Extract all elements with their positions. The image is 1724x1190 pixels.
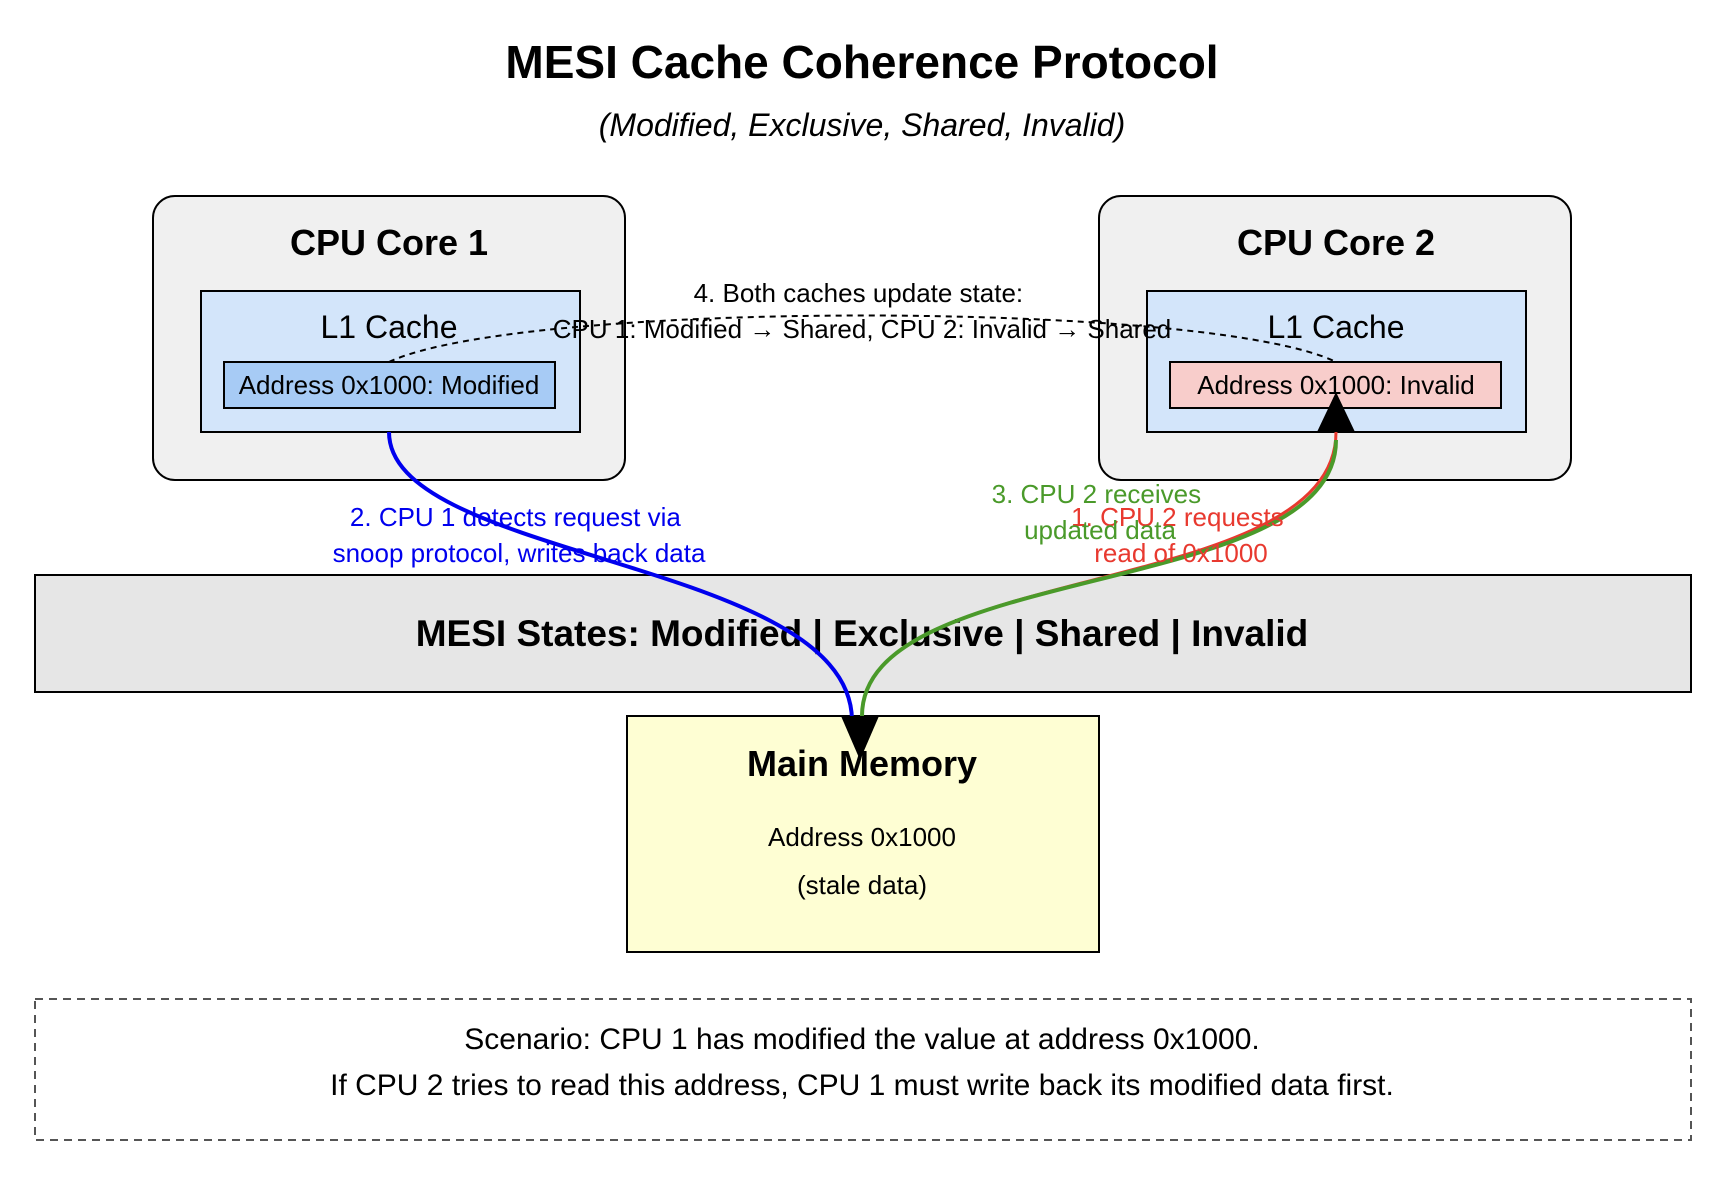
data-receive-edge [860, 439, 1338, 717]
writeback-edge [387, 431, 854, 721]
cpu-core-1-cache-label: L1 Cache [321, 309, 458, 345]
cpu-core-1-address-label: Address 0x1000: Modified [239, 370, 540, 400]
step-2-label: 2. CPU 1 detects request via snoop proto… [333, 502, 706, 568]
step-2-line-2: snoop protocol, writes back data [333, 538, 706, 568]
mesi-states-box [34, 574, 1692, 693]
scenario-border [34, 998, 1692, 1141]
step-4-line-1: 4. Both caches update state: [694, 278, 1024, 308]
step-3-label: 3. CPU 2 receives updated data [992, 479, 1209, 545]
cpu-core-1-address-box [223, 361, 556, 409]
step-3-line-1: 3. CPU 2 receives [992, 479, 1202, 509]
step-1-line-2: read of 0x1000 [1094, 538, 1267, 568]
scenario-box: Scenario: CPU 1 has modified the value a… [34, 998, 1692, 1141]
cpu-core-1-title: CPU Core 1 [290, 222, 488, 263]
step-4-label: 4. Both caches update state: CPU 1: Modi… [553, 278, 1172, 344]
state-update-edge [388, 314, 1337, 363]
scenario-line-2: If CPU 2 tries to read this address, CPU… [330, 1069, 1394, 1102]
scenario-line-1: Scenario: CPU 1 has modified the value a… [464, 1023, 1259, 1056]
diagram-subtitle: (Modified, Exclusive, Shared, Invalid) [599, 107, 1125, 143]
cpu-core-1: CPU Core 1 L1 Cache Address 0x1000: Modi… [152, 195, 626, 481]
mesi-states-label: MESI States: Modified | Exclusive | Shar… [416, 613, 1309, 655]
step-2-line-1: 2. CPU 1 detects request via [350, 502, 681, 532]
cpu-core-2: CPU Core 2 L1 Cache Address 0x1000: Inva… [1098, 195, 1572, 481]
main-memory-note: (stale data) [797, 870, 927, 900]
step-1-line-1: 1. CPU 2 requests [1071, 502, 1283, 532]
step-4-line-2: CPU 1: Modified → Shared, CPU 2: Invalid… [553, 314, 1172, 344]
diagram-title: MESI Cache Coherence Protocol [505, 36, 1218, 88]
main-memory-box [626, 715, 1100, 953]
main-memory: Main Memory Address 0x1000 (stale data) [626, 715, 1100, 953]
mesi-states-bar: MESI States: Modified | Exclusive | Shar… [34, 574, 1692, 693]
writeback-arrowhead [841, 716, 879, 760]
step-3-line-2: updated data [1024, 515, 1176, 545]
data-receive-arrowhead [1317, 392, 1355, 432]
cpu-core-2-title: CPU Core 2 [1237, 222, 1435, 263]
step-1-label: 1. CPU 2 requests read of 0x1000 [1071, 502, 1291, 568]
main-memory-address: Address 0x1000 [768, 822, 956, 852]
cpu-core-2-cache-label: L1 Cache [1268, 309, 1405, 345]
